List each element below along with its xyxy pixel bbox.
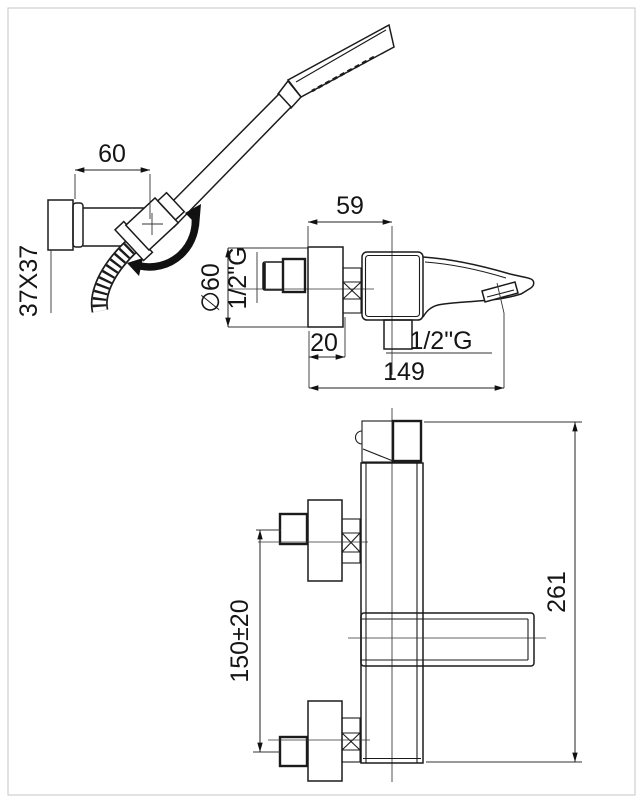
front-handle (354, 419, 423, 463)
dimension-reach-149: 149 (309, 282, 505, 391)
inlet-thread-label: 1/2"G (224, 246, 252, 309)
arrowhead-left (127, 258, 143, 276)
side-spout (422, 256, 535, 318)
front-lower-connection (253, 700, 370, 782)
side-bottom-outlet (383, 319, 413, 350)
shower-head (286, 23, 395, 98)
dim-150-label: 150±20 (226, 599, 254, 682)
lower-fitting (278, 735, 309, 768)
outlet-thread-label: 1/2"G (409, 327, 472, 355)
dimension-wall-plate: 37X37 (15, 245, 52, 317)
dimension-width-59: 59 (307, 192, 392, 246)
wand-handle (160, 92, 293, 229)
dim-20-label: 20 (310, 329, 338, 357)
spout-aerator (481, 281, 519, 303)
dim-59-label: 59 (336, 192, 364, 220)
page-border (7, 7, 636, 796)
dimension-overall-height: 261 (424, 421, 582, 763)
dim-261-label: 261 (543, 571, 571, 613)
lower-escutcheon (307, 700, 343, 782)
wall-plate-cap (72, 202, 84, 248)
mixer-side-view: 59 ∅60 1/2"G 20 1/2"G (197, 192, 535, 391)
dim-149-label: 149 (383, 358, 425, 386)
side-valve-symbol (342, 267, 362, 314)
label-outlet-thread: 1/2"G (386, 327, 492, 355)
front-upper-connection (256, 499, 368, 582)
upper-valve-symbol (341, 518, 361, 564)
dimension-inlet-spacing: 150±20 (226, 530, 263, 752)
mixer-front-view: 150±20 261 (226, 408, 582, 782)
upper-fitting (278, 512, 309, 546)
upper-escutcheon (307, 499, 343, 582)
dimension-depth-20: 20 (308, 317, 346, 388)
swivel-arrow (127, 204, 201, 276)
dim-37x37-label: 37X37 (15, 245, 43, 317)
front-spout (348, 612, 546, 667)
holder-center-cross (142, 213, 163, 235)
arrowhead-right (185, 204, 201, 227)
dim-60-label: 60 (98, 140, 126, 168)
side-inlet-fitting (262, 257, 307, 294)
spray-nozzles (311, 55, 375, 93)
dimension-escutcheon-diameter: ∅60 (197, 247, 308, 328)
hand-shower-view: 60 37X37 (15, 23, 395, 317)
shower-hose (90, 228, 151, 313)
dimension-arm-length: 60 (74, 140, 151, 219)
handle-pin (354, 430, 363, 445)
wall-plate (47, 199, 74, 251)
side-escutcheon (307, 246, 344, 328)
side-mixer-body (361, 251, 424, 321)
hand-shower-wand (160, 23, 395, 229)
dim-d60-label: ∅60 (197, 263, 225, 313)
label-inlet-thread: 1/2"G (224, 246, 258, 310)
